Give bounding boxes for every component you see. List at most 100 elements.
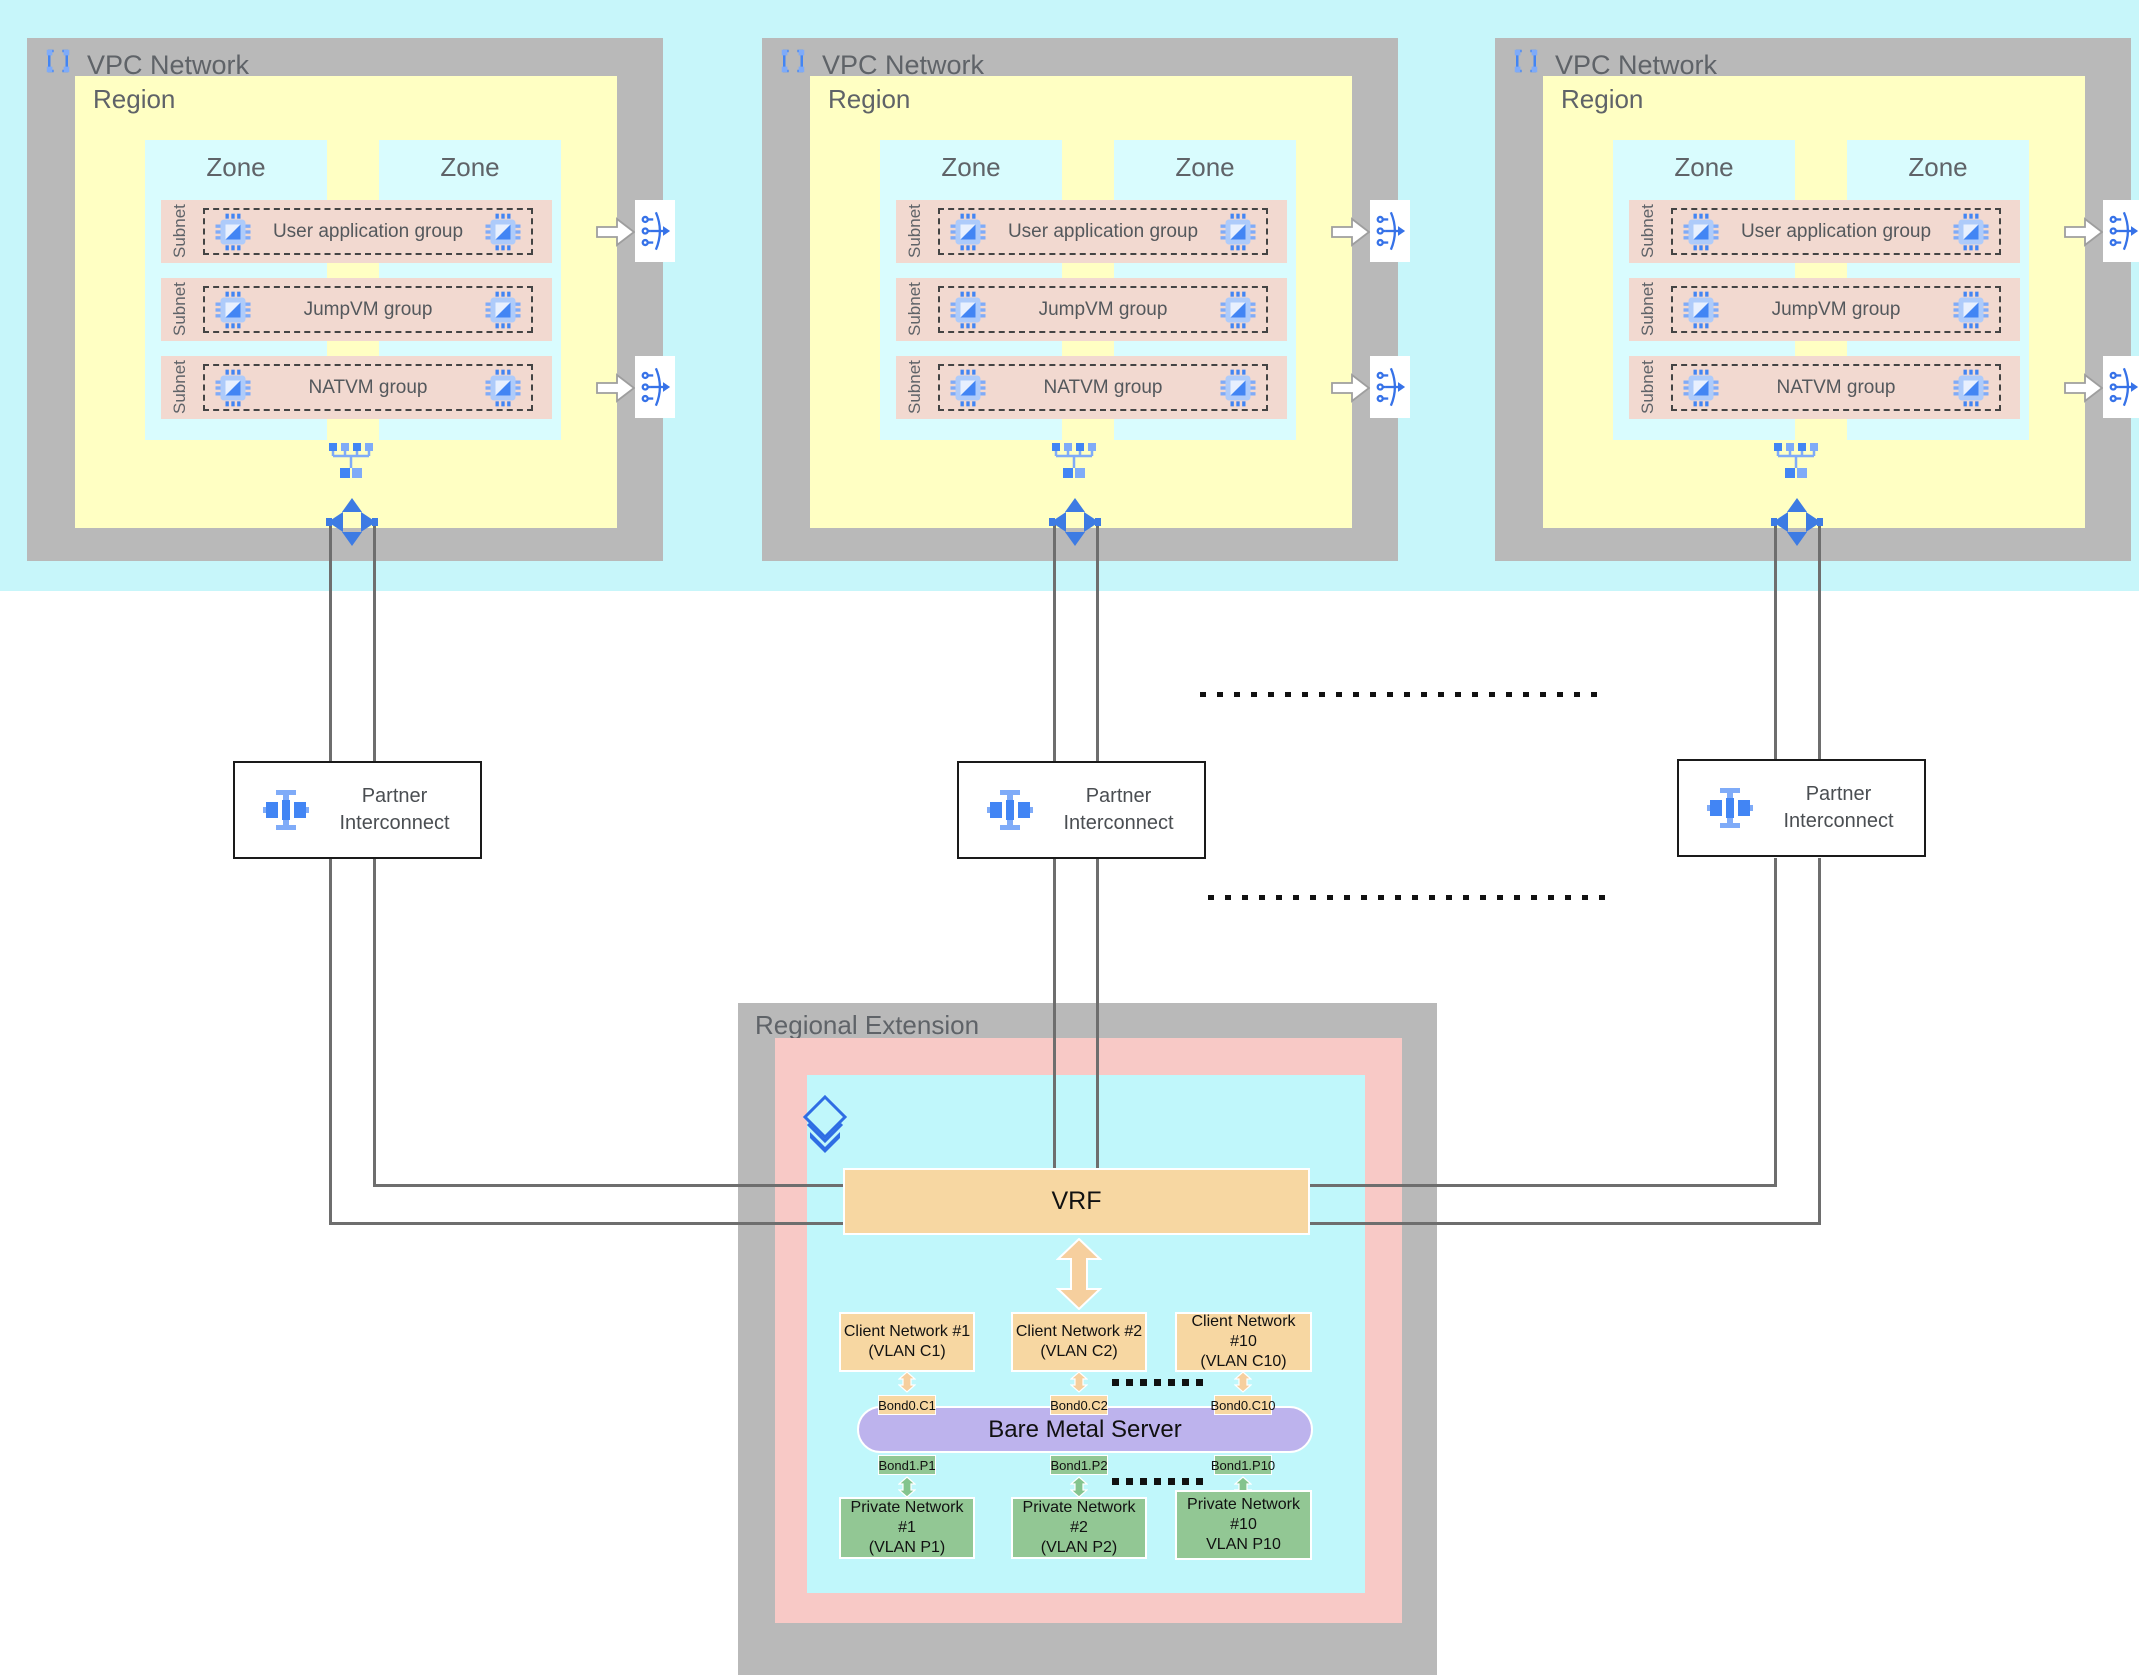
vpc-network-icon [46,49,70,73]
network-icon [1774,443,1818,478]
vm-instance-icon [485,291,521,328]
vpc-network-card: VPC Network Region Zone Zone Subnet [27,38,675,561]
cloud-router-icon [1049,498,1101,546]
vm-instance-icon [1953,369,1989,406]
partner-interconnect-icon [987,790,1033,830]
vpc-network-card: VPC Network Region Zone Zone Subnet [1495,38,2139,561]
colocation-layers-icon [802,1094,848,1153]
group-label: NATVM group [1043,376,1163,398]
load-balancer-box [2103,200,2139,262]
group-label: JumpVM group [303,298,433,320]
vpc-network-icon [1514,49,1538,73]
subnet-label: Subnet [905,282,924,337]
private-bond-arrow [1070,1476,1088,1498]
vm-instance-icon [1220,213,1256,250]
subnet-row: Subnet JumpVM group [1629,278,2020,341]
more-client-bonds-dots [1112,1379,1208,1386]
instance-group-box: JumpVM group [203,286,533,333]
group-label: User application group [1740,220,1932,242]
load-balancer-icon [2109,367,2139,407]
more-private-bonds-dots [1112,1478,1208,1485]
instance-group-box: NATVM group [938,364,1268,411]
egress-arrow [2064,373,2104,403]
vm-instance-icon [1220,291,1256,328]
subnet-label: Subnet [1638,360,1657,415]
vm-instance-icon [1953,291,1989,328]
partner-interconnect-icon [1707,788,1753,828]
private-network-box: Private Network #1 (VLAN P1) [839,1497,975,1559]
zone-label: Zone [941,152,1001,182]
zone-label: Zone [1175,152,1235,182]
subnet-row: Subnet JumpVM group [896,278,1287,341]
vrf-box: VRF [843,1168,1310,1235]
more-regions-dots [1200,692,1600,697]
load-balancer-box [635,356,675,418]
group-label: User application group [1007,220,1199,242]
subnet-row: Subnet NATVM group [896,356,1287,419]
region-label: Region [828,84,911,114]
egress-arrow [596,373,636,403]
cloud-router-icon [326,498,378,546]
group-label: User application group [272,220,464,242]
load-balancer-icon [641,211,671,251]
bond-private-label: Bond1.P1 [878,1455,936,1475]
vm-instance-icon [215,213,251,250]
bond-client-label: Bond0.C10 [1210,1395,1276,1415]
partner-interconnect-box: Partner Interconnect [957,761,1206,859]
partner-interconnect-icon [263,790,309,830]
group-label: NATVM group [308,376,428,398]
vm-instance-icon [485,369,521,406]
more-regions-dots [1208,895,1608,900]
vpc-network-title: VPC Network [822,50,985,80]
instance-group-box: NATVM group [203,364,533,411]
egress-arrow [2064,217,2104,247]
load-balancer-box [635,200,675,262]
instance-group-box: User application group [1671,208,2001,255]
vpc-network-icon [781,49,805,73]
region-box: Region Zone Zone Subnet User applicatio [75,76,675,528]
vm-instance-icon [950,291,986,328]
network-icon [329,443,373,478]
vm-instance-icon [1220,369,1256,406]
bond-private-label: Bond1.P10 [1211,1455,1275,1475]
region-box: Region Zone Zone Subnet User applicatio [1543,76,2139,528]
subnet-label: Subnet [170,204,189,259]
load-balancer-icon [2109,211,2139,251]
zone-label: Zone [1908,152,1968,182]
zone-label: Zone [206,152,266,182]
partner-interconnect-box: Partner Interconnect [233,761,482,859]
subnet-row: Subnet User application group [161,200,552,263]
group-label: JumpVM group [1038,298,1168,320]
vm-instance-icon [485,213,521,250]
group-label: NATVM group [1776,376,1896,398]
vpc-gateway-icons [326,442,378,550]
vm-instance-icon [1683,369,1719,406]
subnet-label: Subnet [1638,204,1657,259]
client-network-box: Client Network #1 (VLAN C1) [839,1312,975,1372]
client-bond-arrow [898,1371,916,1393]
cloud-router-icon [1771,498,1823,546]
partner-interconnect-label: Partner Interconnect [1783,783,1894,832]
vpc-network-title: VPC Network [1555,50,1718,80]
zone-label: Zone [1674,152,1734,182]
vm-instance-icon [950,369,986,406]
subnet-label: Subnet [905,360,924,415]
bond-client-label: Bond0.C2 [1050,1395,1108,1415]
partner-interconnect-label: Partner Interconnect [1063,785,1174,834]
vpc-gateway-icons [1049,442,1101,550]
vm-instance-icon [1683,291,1719,328]
vm-instance-icon [1683,213,1719,250]
group-label: JumpVM group [1771,298,1901,320]
private-network-box: Private Network #10 VLAN P10 [1175,1490,1312,1560]
load-balancer-icon [1376,211,1406,251]
instance-group-box: User application group [203,208,533,255]
vrf-client-arrow [1056,1238,1102,1310]
vm-instance-icon [950,213,986,250]
egress-arrow [1331,217,1371,247]
subnet-row: Subnet NATVM group [161,356,552,419]
regional-extension-title: Regional Extension [755,1010,980,1040]
vpc-network-title: VPC Network [87,50,250,80]
load-balancer-box [1370,200,1410,262]
subnet-row: Subnet NATVM group [1629,356,2020,419]
client-network-box: Client Network #10 (VLAN C10) [1175,1312,1312,1372]
